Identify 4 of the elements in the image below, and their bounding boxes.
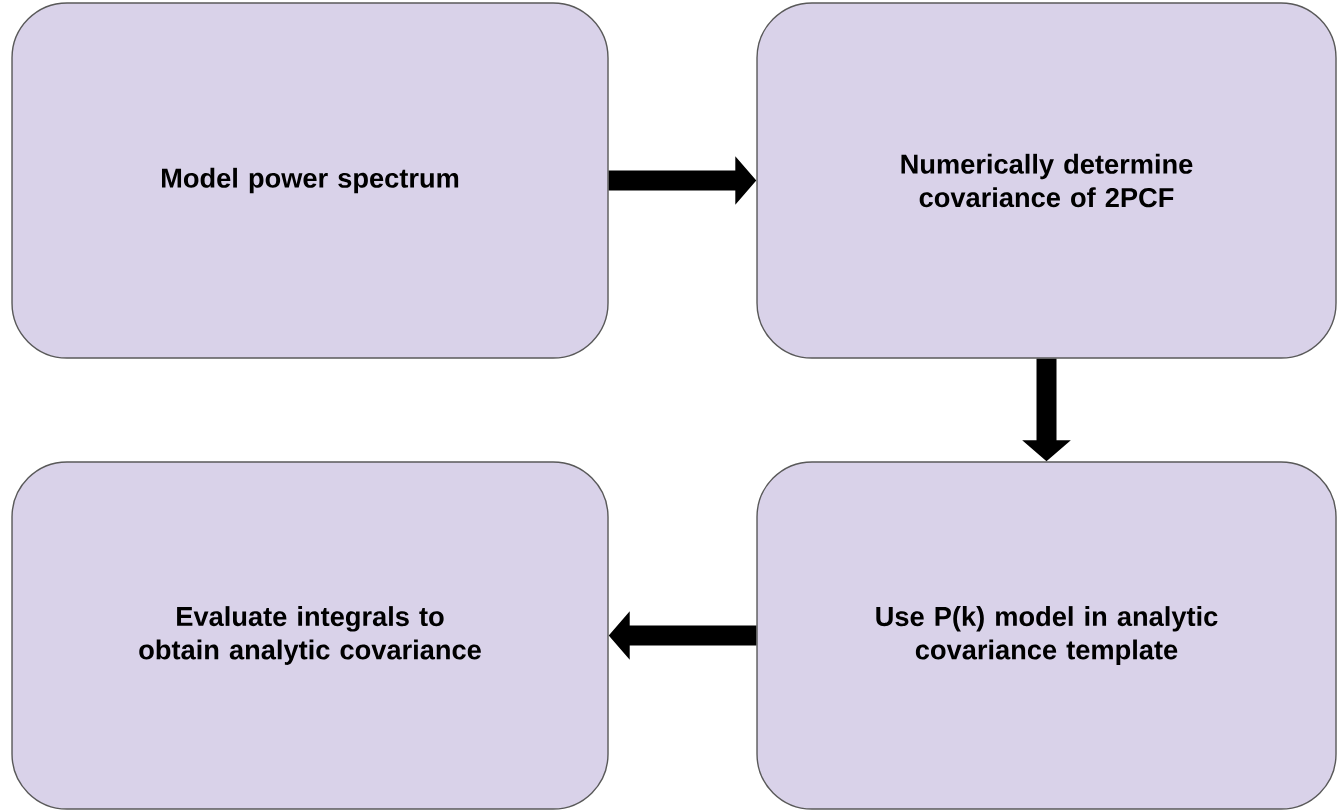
process-box: Numerically determine covariance of 2PCF <box>756 2 1337 359</box>
process-box: Use P(k) model in analytic covariance template <box>756 461 1337 810</box>
process-box: Model power spectrum <box>11 2 609 359</box>
process-box: Evaluate integrals to obtain analytic covariance <box>11 461 609 810</box>
